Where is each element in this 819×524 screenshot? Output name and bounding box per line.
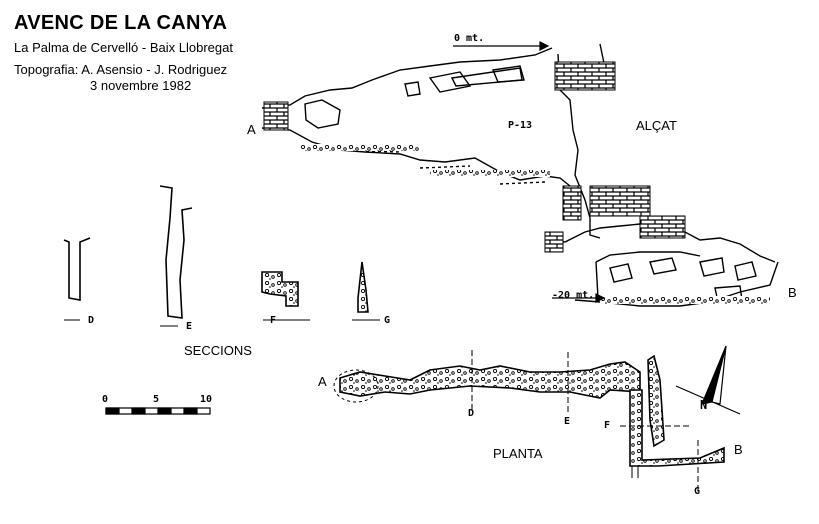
north-arrow-icon [675,345,741,415]
plan-cut-e: E [564,416,571,427]
north-label: N [700,398,708,412]
bottom-depth-marker: -20 mt. [552,290,595,301]
elevation-point-a: A [247,122,256,137]
plan-cut-d: D [468,408,475,419]
section-f-label: F [270,315,277,326]
section-g-label: G [384,315,391,326]
pitch-label: P-13 [508,120,533,131]
map-survey-credit: Topografia: A. Asensio - J. Rodriguez [14,62,228,77]
plan-label: PLANTA [493,446,543,461]
elevation-label: ALÇAT [636,118,677,133]
plan-point-b: B [734,442,743,457]
section-e-label: E [186,321,193,332]
depth-marker-lines [453,41,606,303]
scale-bar [105,407,211,415]
sections-label: SECCIONS [184,343,252,358]
elevation-brick-walls [263,61,686,253]
plan-view [333,350,725,490]
plan-cut-g: G [694,486,701,497]
plan-cut-f: F [604,420,611,431]
scale-tick-10: 10 [200,394,213,405]
elevation-rubble [300,144,770,304]
elevation-point-b: B [788,285,797,300]
scale-tick-5: 5 [153,394,160,405]
map-date: 3 novembre 1982 [90,78,192,93]
map-location: La Palma de Cervelló - Baix Llobregat [14,40,233,55]
plan-point-a: A [318,374,327,389]
scale-tick-0: 0 [102,394,109,405]
top-depth-marker: 0 mt. [454,33,485,44]
map-title: AVENC DE LA CANYA [14,12,228,34]
section-d-label: D [88,315,95,326]
cross-sections [63,185,380,327]
